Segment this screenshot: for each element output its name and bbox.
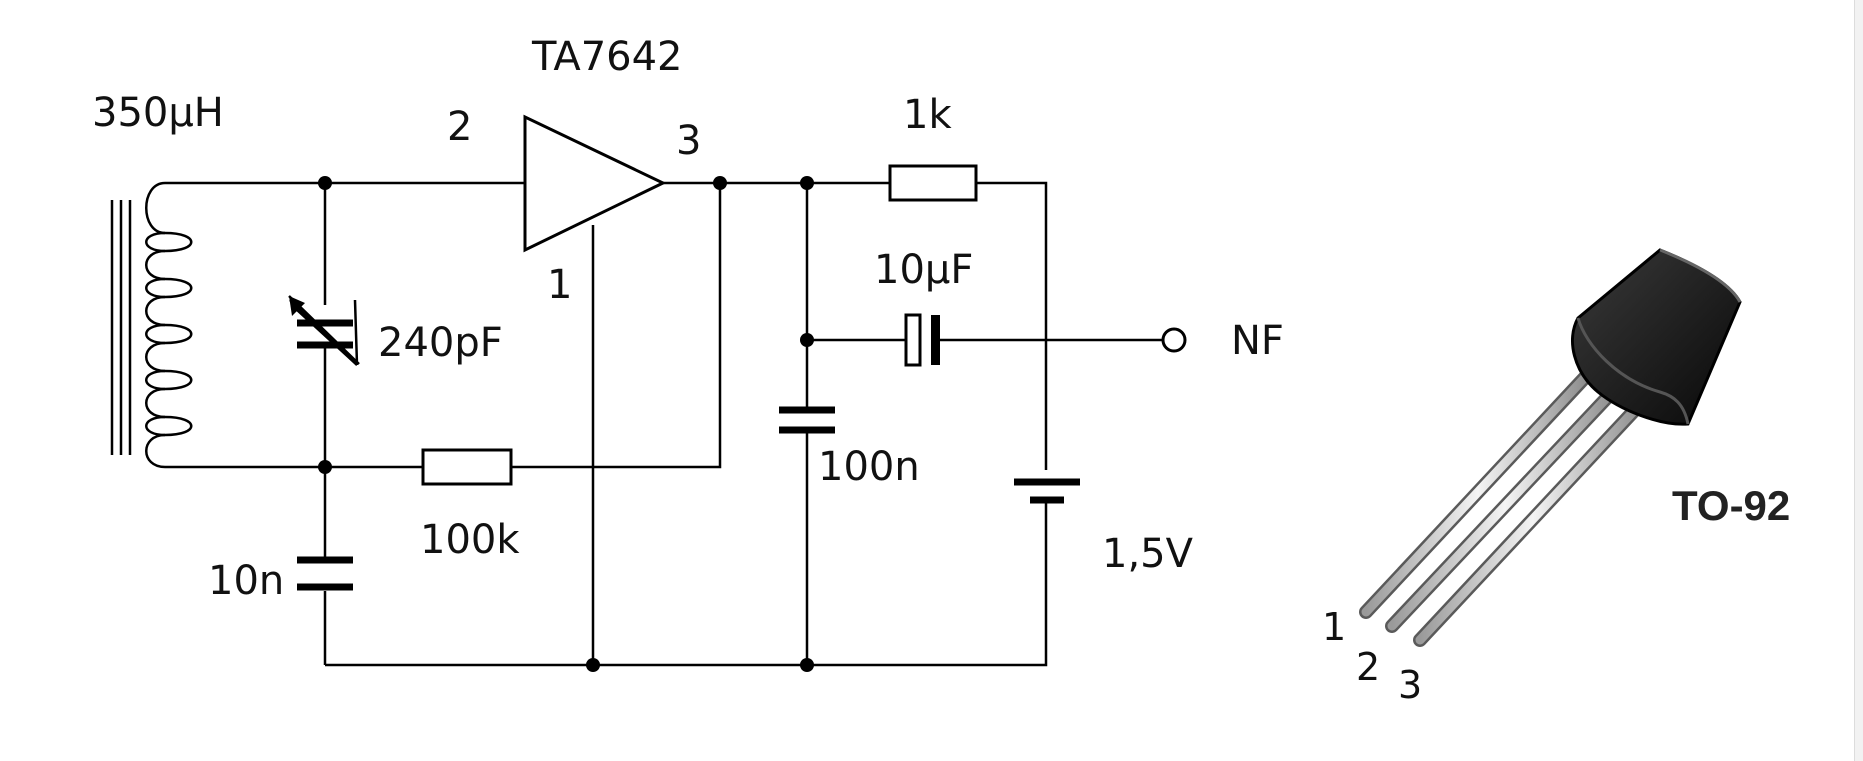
ic-pin-ground-label: 1: [547, 262, 572, 308]
ic-amplifier-symbol: [523, 114, 667, 253]
to92-pin2-label: 2: [1356, 645, 1380, 689]
coupling-capacitor-label: 10µF: [874, 247, 973, 293]
coil-inductance-label: 350µH: [92, 90, 224, 136]
junction-dots: [318, 176, 814, 672]
feedback-resistor: [421, 448, 513, 486]
to92-package-label: TO-92: [1672, 482, 1790, 529]
ic-name-label: TA7642: [531, 34, 683, 80]
to92-leads: [1359, 365, 1653, 647]
inductor-coil: [110, 181, 193, 469]
battery-voltage-label: 1,5V: [1102, 531, 1194, 577]
load-resistor-label: 1k: [903, 92, 952, 138]
to92-pin3-label: 3: [1398, 663, 1422, 707]
trimmer-capacitance-label: 240pF: [378, 320, 503, 366]
coupling-capacitor: [904, 313, 940, 367]
to92-package-illustration: 1 2 3 TO-92: [1322, 248, 1790, 707]
trimmer-capacitor: [288, 295, 360, 366]
filter-capacitor-label: 100n: [818, 444, 920, 490]
ic-pin-output-label: 3: [676, 118, 701, 164]
bias-capacitor: [297, 556, 353, 591]
bias-capacitor-label: 10n: [208, 558, 284, 604]
to92-body: [1570, 248, 1742, 426]
to92-pin1-label: 1: [1322, 605, 1346, 649]
output-label: NF: [1231, 318, 1284, 364]
load-resistor: [888, 164, 978, 202]
filter-capacitor: [779, 406, 835, 434]
circuit-wires: [165, 181, 1163, 667]
ic-pin-input-label: 2: [447, 104, 472, 150]
feedback-resistor-label: 100k: [420, 517, 520, 563]
page-right-edge: [1854, 0, 1863, 761]
output-terminal: [1161, 327, 1187, 353]
battery-cell: [1014, 478, 1080, 504]
